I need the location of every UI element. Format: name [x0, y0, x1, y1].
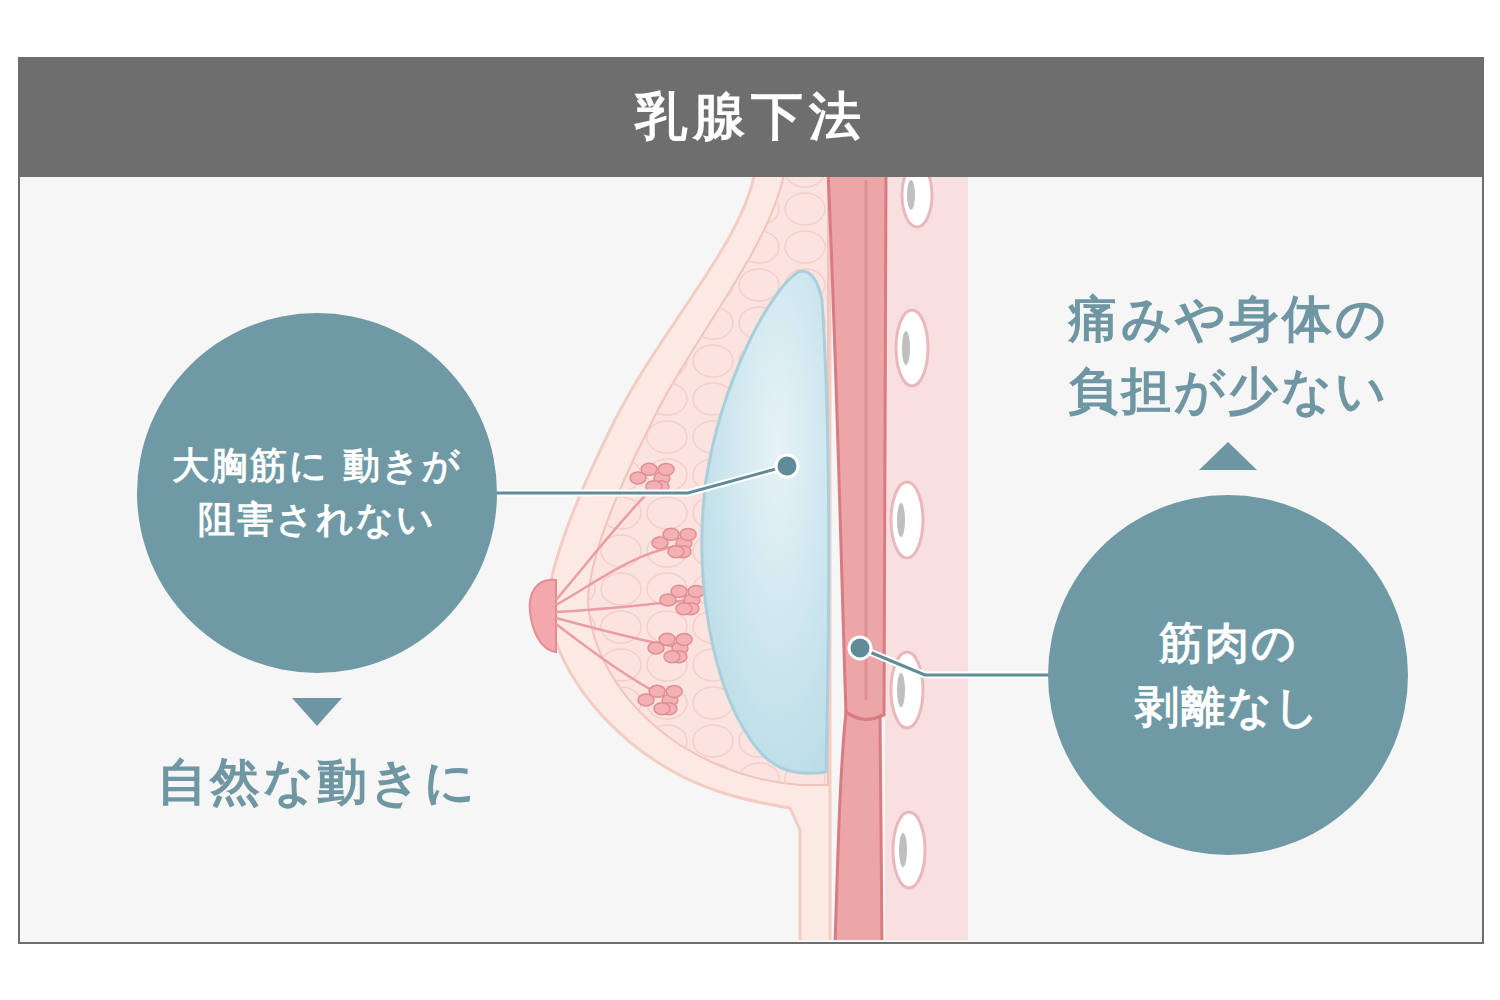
lobule — [654, 703, 670, 715]
breast-implant — [702, 271, 829, 773]
circle-shape — [1048, 495, 1408, 855]
lobule — [680, 528, 696, 540]
lobule — [671, 585, 687, 597]
lobule — [676, 633, 692, 645]
milk-ducts — [556, 480, 690, 700]
circle-shape — [137, 313, 497, 673]
lobule — [649, 685, 665, 697]
lobule — [688, 585, 704, 597]
lobule — [658, 463, 674, 475]
lobule — [666, 685, 682, 697]
lobule — [676, 603, 692, 615]
down-triangle — [292, 698, 342, 726]
fat-texture — [588, 177, 828, 785]
pectoral-muscle-lower — [835, 712, 882, 940]
title: 乳腺下法 — [18, 57, 1484, 177]
lobule — [659, 633, 675, 645]
lobule — [668, 546, 684, 558]
nipple — [530, 580, 556, 652]
lobule — [641, 463, 657, 475]
ribs — [891, 177, 932, 888]
circle-callout: 筋肉の 剥離なし — [1048, 495, 1408, 855]
benefit-label: 自然な動きに — [57, 746, 577, 819]
benefit-label: 痛みや身体の 負担が少ない — [1018, 283, 1438, 428]
callout-text: 大胸筋に 動きが 阻害されない — [167, 439, 467, 547]
callout-text: 筋肉の 剥離なし — [1098, 611, 1358, 739]
leader-lines — [497, 455, 1048, 675]
up-triangle — [1199, 442, 1257, 470]
lobule — [664, 651, 680, 663]
lobules — [630, 463, 704, 714]
breast-tissue — [588, 177, 828, 785]
skin — [548, 177, 830, 940]
lobule — [663, 528, 679, 540]
rib-marks — [897, 180, 915, 867]
chest-wall — [885, 177, 968, 940]
circle-callout: 大胸筋に 動きが 阻害されない — [137, 313, 497, 673]
pectoral-muscle — [828, 177, 886, 719]
